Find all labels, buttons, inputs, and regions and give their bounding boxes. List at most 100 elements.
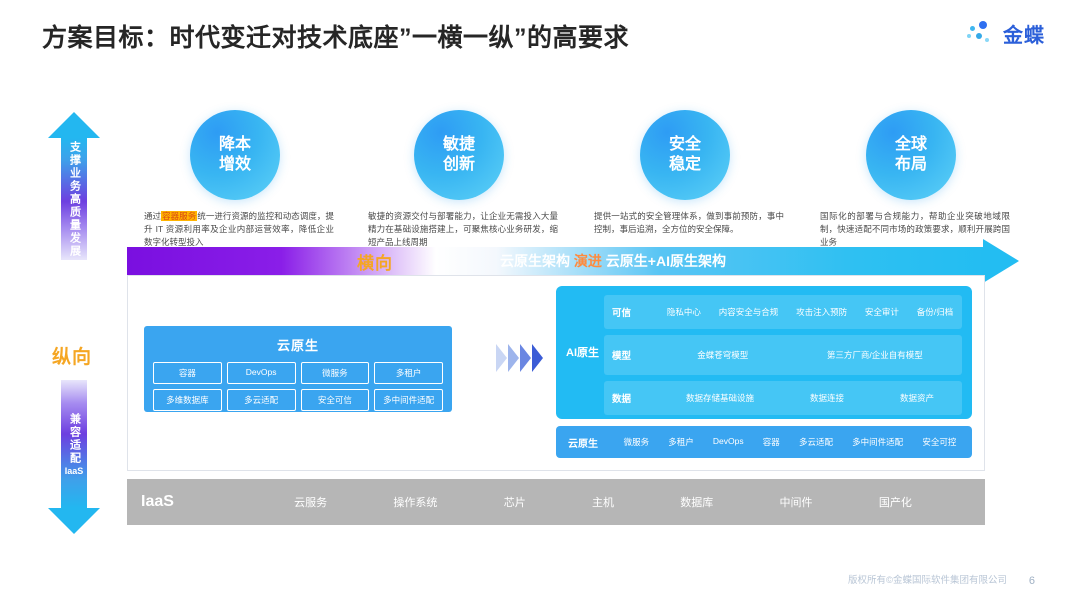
pillar-title-line1: 敏捷 (442, 136, 475, 153)
cloud-native-row-item[interactable]: 容器 (762, 437, 780, 447)
pillar-title-line2: 创新 (442, 156, 475, 173)
ai-row-key: 数据 (612, 394, 632, 405)
pillar-circle: 敏捷 创新 (414, 110, 504, 200)
iaas-bar-item[interactable]: 操作系统 (393, 497, 438, 509)
pillar-card: 安全 稳定 提供一站式的安全管理体系，做到事前预防，事中控制，事后追溯，全方位的… (570, 110, 800, 236)
ai-row-item[interactable]: 数据连接 (809, 393, 844, 403)
pillar-desc-highlight: 容器服务 (161, 211, 198, 221)
cloud-native-row-item[interactable]: 安全可控 (922, 437, 957, 447)
cloud-native-row-item[interactable]: 微服务 (623, 437, 650, 447)
page-title: 方案目标：时代变迁对技术底座”一横一纵”的高要求 (42, 24, 630, 52)
ai-row-item[interactable]: 第三方厂商/企业自有模型 (826, 350, 923, 360)
horizontal-banner-wrap: 横向 云原生架构 演进 云原生+AI原生架构 (127, 239, 1047, 283)
ai-row-item[interactable]: 内容安全与合规 (718, 307, 779, 317)
iaas-bar-item[interactable]: 数据库 (680, 497, 714, 509)
vertical-up-body: 支撑业务高质量发展 (61, 138, 87, 260)
banner-arrow-head-icon (983, 239, 1019, 283)
pillar-title-line1: 全球 (894, 136, 927, 153)
ai-row-key: 可信 (612, 308, 632, 319)
pillar-description: 敏捷的资源交付与部署能力，让企业无需投入大量精力在基础设施搭建上，可聚焦核心业务… (368, 210, 558, 249)
cloud-native-cell[interactable]: 多云适配 (226, 389, 296, 411)
page-number: 6 (1028, 575, 1035, 587)
iaas-bar-item[interactable]: 国产化 (878, 497, 912, 509)
cloud-native-cell[interactable]: 安全可信 (300, 389, 370, 411)
cloud-native-cell[interactable]: 多维数据库 (153, 389, 222, 411)
banner-text-after: 云原生+AI原生架构 (605, 253, 726, 269)
ai-row-item[interactable]: 金蝶苍穹模型 (697, 350, 749, 360)
iaas-bar-item[interactable]: 云服务 (294, 497, 328, 509)
vertical-down-label: 兼容适配 (68, 412, 81, 465)
pillar-desc-post: 统一进行资源的监控和动态调度，提升 IT 资源利用率及企业内部运营效率，降低企业… (144, 211, 334, 247)
pillar-desc-pre: 通过 (144, 211, 162, 221)
pillar-card: 全球 布局 国际化的部署与合规能力，帮助企业突破地域限制，快速适配不同市场的政策… (796, 110, 1026, 249)
cloud-native-cell[interactable]: 多中间件适配 (374, 389, 443, 411)
banner-heng-label: 横向 (357, 253, 393, 273)
pillar-title-line2: 布局 (894, 156, 927, 173)
pillar-description: 提供一站式的安全管理体系，做到事前预防，事中控制，事后追溯，全方位的安全保障。 (594, 210, 784, 236)
ai-row-key: 模型 (612, 351, 632, 362)
architecture-panel: 云原生 容器 DevOps 微服务 多租户 多维数据库 多云适配 安全可信 多中… (127, 275, 985, 471)
cloud-native-row-item[interactable]: 多中间件适配 (852, 437, 904, 447)
ai-row-item[interactable]: 隐私中心 (666, 307, 701, 317)
vertical-down-sublabel: IaaS (64, 465, 84, 476)
pillars-group: 降本 增效 通过容器服务统一进行资源的监控和动态调度，提升 IT 资源利用率及企… (120, 110, 1050, 247)
cloud-native-row-items: 微服务 多租户 DevOps 容器 多云适配 多中间件适配 安全可控 (614, 436, 972, 448)
ai-row-item[interactable]: 数据资产 (899, 393, 934, 403)
ai-native-box: AI原生 可信 隐私中心 内容安全与合规 攻击注入预防 安全审计 备份/归档 模… (556, 286, 972, 419)
cloud-native-row-item[interactable]: DevOps (712, 436, 744, 446)
banner-evolution-text: 云原生架构 演进 云原生+AI原生架构 (500, 251, 726, 271)
iaas-bar: IaaS 云服务 操作系统 芯片 主机 数据库 中间件 国产化 (127, 479, 985, 525)
logo-dots-icon (967, 20, 997, 46)
vertical-down-body: 兼容适配 IaaS (61, 380, 87, 508)
cloud-native-cell[interactable]: 多租户 (374, 362, 443, 384)
pillar-card: 降本 增效 通过容器服务统一进行资源的监控和动态调度，提升 IT 资源利用率及企… (120, 110, 350, 249)
ai-row-items: 隐私中心 内容安全与合规 攻击注入预防 安全审计 备份/归档 (658, 306, 962, 318)
cloud-native-grid: 容器 DevOps 微服务 多租户 多维数据库 多云适配 安全可信 多中间件适配 (144, 354, 452, 411)
vertical-axis-label: 纵向 (52, 347, 93, 368)
iaas-bar-item[interactable]: 芯片 (503, 497, 526, 509)
vertical-up-label: 支撑业务高质量发展 (68, 140, 81, 258)
pillar-title-line1: 降本 (218, 136, 251, 153)
ai-row-item[interactable]: 安全审计 (864, 307, 899, 317)
ai-native-rows: 可信 隐私中心 内容安全与合规 攻击注入预防 安全审计 备份/归档 模型 金蝶苍… (604, 295, 962, 415)
iaas-bar-item[interactable]: 中间件 (779, 497, 813, 509)
copyright-text: 版权所有©金蝶国际软件集团有限公司 (847, 575, 1007, 586)
pillar-desc-post: 国际化的部署与合规能力，帮助企业突破地域限制，快速适配不同市场的政策要求，顺利开… (820, 211, 1010, 247)
ai-row-item[interactable]: 攻击注入预防 (796, 307, 848, 317)
cloud-native-row-item[interactable]: 多租户 (668, 437, 694, 447)
cloud-native-row-box: 云原生 微服务 多租户 DevOps 容器 多云适配 多中间件适配 安全可控 (556, 426, 972, 458)
cloud-native-cell[interactable]: 微服务 (300, 362, 370, 384)
ai-native-row-trust: 可信 隐私中心 内容安全与合规 攻击注入预防 安全审计 备份/归档 (604, 295, 962, 329)
pillar-desc-post: 提供一站式的安全管理体系，做到事前预防，事中控制，事后追溯，全方位的安全保障。 (594, 211, 784, 234)
pillar-title-line1: 安全 (668, 136, 701, 153)
cloud-native-row-key: 云原生 (568, 438, 598, 450)
pillar-circle: 降本 增效 (190, 110, 280, 200)
ai-row-items: 数据存储基础设施 数据连接 数据资产 (658, 392, 962, 404)
pillar-card: 敏捷 创新 敏捷的资源交付与部署能力，让企业无需投入大量精力在基础设施搭建上，可… (344, 110, 574, 249)
ai-row-item[interactable]: 备份/归档 (916, 307, 954, 317)
pillar-title-line2: 增效 (218, 156, 251, 173)
cloud-native-row-item[interactable]: 多云适配 (798, 437, 833, 447)
iaas-bar-items: 云服务 操作系统 芯片 主机 数据库 中间件 国产化 (261, 494, 985, 510)
ai-native-row-data: 数据 数据存储基础设施 数据连接 数据资产 (604, 381, 962, 415)
iaas-bar-key: IaaS (141, 493, 174, 510)
evolution-chevrons-icon (496, 344, 543, 372)
cloud-native-cell[interactable]: 容器 (153, 362, 222, 384)
ai-native-label: AI原生 (566, 347, 599, 359)
pillar-desc-post: 敏捷的资源交付与部署能力，让企业无需投入大量精力在基础设施搭建上，可聚焦核心业务… (368, 211, 558, 247)
ai-row-items: 金蝶苍穹模型 第三方厂商/企业自有模型 (658, 349, 962, 361)
pillar-description: 国际化的部署与合规能力，帮助企业突破地域限制，快速适配不同市场的政策要求，顺利开… (820, 210, 1010, 249)
cloud-native-box: 云原生 容器 DevOps 微服务 多租户 多维数据库 多云适配 安全可信 多中… (144, 326, 452, 412)
banner-text-before: 云原生架构 (500, 253, 570, 269)
iaas-bar-item[interactable]: 主机 (591, 497, 614, 509)
logo-text: 金蝶 (1003, 24, 1045, 47)
cloud-native-title: 云原生 (276, 338, 319, 353)
horizontal-banner: 横向 云原生架构 演进 云原生+AI原生架构 (127, 247, 985, 275)
vertical-down-arrow: 兼容适配 IaaS (48, 380, 100, 540)
pillar-circle: 安全 稳定 (640, 110, 730, 200)
ai-row-item[interactable]: 数据存储基础设施 (685, 393, 754, 403)
cloud-native-cell[interactable]: DevOps (226, 362, 296, 384)
brand-logo: 金蝶 (967, 18, 1045, 48)
ai-native-row-model: 模型 金蝶苍穹模型 第三方厂商/企业自有模型 (604, 335, 962, 375)
